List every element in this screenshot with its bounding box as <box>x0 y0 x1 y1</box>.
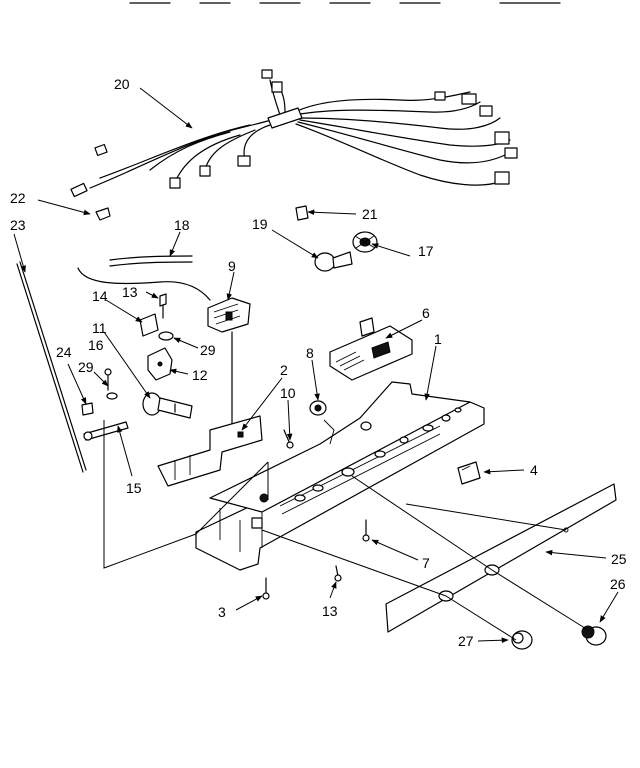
mounting-bracket <box>157 415 263 487</box>
control-board <box>329 317 413 381</box>
screw-10 <box>283 429 294 449</box>
callout-8: 8 <box>306 345 314 361</box>
pin-16 <box>104 368 112 391</box>
clip <box>95 207 111 221</box>
callout-13-upper: 13 <box>122 284 138 300</box>
screw-13-lower <box>334 565 342 582</box>
callout-3: 3 <box>218 604 226 620</box>
knob-shaft-11 <box>142 392 193 419</box>
rod <box>16 261 87 473</box>
callout-11: 11 <box>92 320 107 336</box>
callout-2: 2 <box>280 362 288 378</box>
callout-numbers: 20 22 23 18 19 21 17 9 13 14 29 11 16 12… <box>10 76 627 649</box>
callout-29-upper: 29 <box>200 342 216 358</box>
callout-6: 6 <box>422 305 430 321</box>
washer-29-lower <box>106 392 118 400</box>
callout-18: 18 <box>174 217 190 233</box>
knob-8 <box>309 400 327 416</box>
screw-13-upper <box>159 293 167 319</box>
nut-24 <box>81 402 94 416</box>
callout-26: 26 <box>610 576 626 592</box>
callout-27: 27 <box>458 633 474 649</box>
socket-clip <box>295 205 309 221</box>
tube <box>109 255 193 267</box>
lever-15 <box>83 421 129 441</box>
callout-23: 23 <box>10 217 26 233</box>
screw-7 <box>362 519 370 542</box>
callout-10: 10 <box>280 385 296 401</box>
callout-9: 9 <box>228 258 236 274</box>
assembly-lines <box>103 420 589 641</box>
callout-20: 20 <box>114 76 130 92</box>
callout-25: 25 <box>611 551 627 567</box>
callout-4: 4 <box>530 462 538 478</box>
switch-4 <box>457 461 481 485</box>
control-housing <box>195 381 485 571</box>
light-socket <box>352 231 378 253</box>
callout-24: 24 <box>56 344 72 360</box>
callout-12: 12 <box>192 367 208 383</box>
callout-1: 1 <box>434 331 442 347</box>
light-bulb <box>314 251 353 272</box>
knob-27 <box>511 630 533 650</box>
callout-15: 15 <box>126 480 142 496</box>
callout-22: 22 <box>10 190 26 206</box>
callout-13-lower: 13 <box>322 603 338 619</box>
washer-29-upper <box>158 331 174 341</box>
capillary-tube <box>77 267 211 301</box>
callout-17: 17 <box>418 243 434 259</box>
thermostat <box>207 297 251 431</box>
bracket-14 <box>139 313 159 337</box>
callout-14: 14 <box>92 288 108 304</box>
callout-29-lower: 29 <box>78 359 94 375</box>
screw-3 <box>262 577 270 600</box>
cam-12 <box>147 347 173 381</box>
wire-harness <box>70 69 518 198</box>
callout-21: 21 <box>362 206 378 222</box>
callout-19: 19 <box>252 216 268 232</box>
leader-lines <box>13 87 619 644</box>
knob-26 <box>581 625 607 646</box>
callout-16: 16 <box>88 337 104 353</box>
callout-7: 7 <box>422 555 430 571</box>
